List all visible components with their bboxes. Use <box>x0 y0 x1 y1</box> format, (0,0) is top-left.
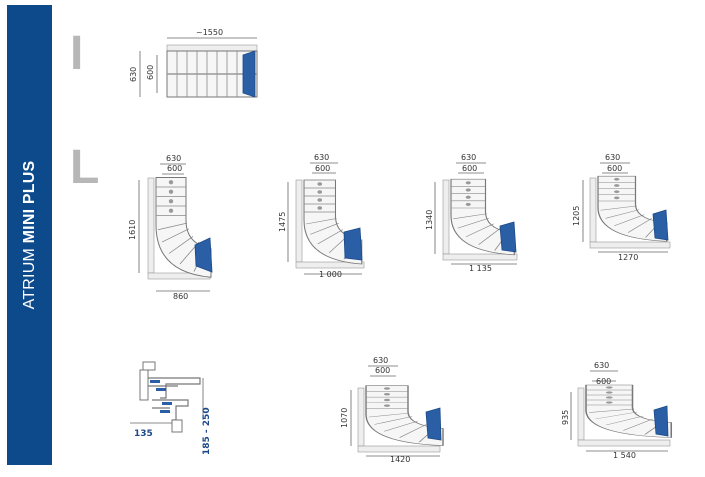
l6-width-inner: 600 <box>596 377 611 386</box>
diagram-straight: ~1550 630 600 <box>129 28 258 98</box>
side-rise: 185 - 250 <box>202 407 212 455</box>
diagram-l1: 630 600 1610 860 <box>128 154 213 301</box>
diagram-l5: 630 600 1070 1420 <box>340 356 444 464</box>
l1-base: 860 <box>173 292 188 301</box>
l1-width-outer: 630 <box>166 154 181 163</box>
l2-width-inner: 600 <box>315 164 330 173</box>
l6-width-outer: 630 <box>594 361 609 370</box>
l4-width-outer: 630 <box>605 153 620 162</box>
l3-height: 1340 <box>425 210 434 230</box>
diagram-l2: 630 600 1475 1 000 <box>278 153 365 279</box>
l4-base: 1270 <box>618 253 638 262</box>
diagram-l4: 630 600 1205 1270 <box>572 153 671 262</box>
straight-width-outer: 630 <box>129 67 138 82</box>
l3-width-outer: 630 <box>461 153 476 162</box>
l3-base: 1 135 <box>469 264 492 273</box>
l5-width-outer: 630 <box>373 356 388 365</box>
l2-base: 1 000 <box>319 270 342 279</box>
side-tread-depth: 135 <box>134 429 153 439</box>
l5-width-inner: 600 <box>375 366 390 375</box>
l5-height: 1070 <box>340 408 349 428</box>
l4-width-inner: 600 <box>607 164 622 173</box>
section-letter-straight: I <box>70 27 84 80</box>
diagram-l3: 630 600 1340 1 135 <box>425 153 518 273</box>
l6-base: 1 540 <box>613 451 636 460</box>
straight-length-label: ~1550 <box>196 28 223 37</box>
section-letter-l-shape: L <box>70 141 100 194</box>
l1-width-inner: 600 <box>167 164 182 173</box>
l2-width-outer: 630 <box>314 153 329 162</box>
l3-width-inner: 600 <box>462 164 477 173</box>
l1-height: 1610 <box>128 220 137 240</box>
straight-width-inner: 600 <box>146 65 155 80</box>
l2-height: 1475 <box>278 212 287 232</box>
diagram-l6: 630 600 935 1 540 <box>561 361 673 460</box>
side-title-band: ATRIUM MINI PLUS <box>7 5 52 465</box>
l5-base: 1420 <box>390 455 410 464</box>
l4-height: 1205 <box>572 206 581 226</box>
l6-height: 935 <box>561 410 570 425</box>
diagram-side-section: 135 185 - 250 <box>130 361 212 455</box>
